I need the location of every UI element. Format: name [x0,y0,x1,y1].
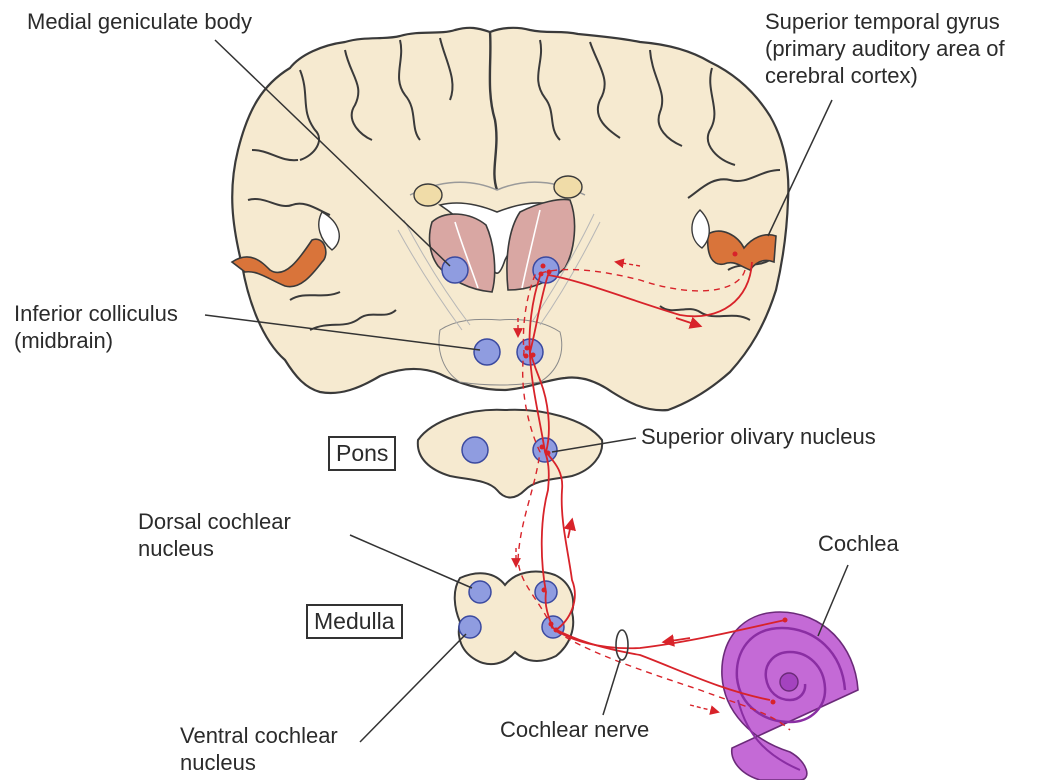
label-inferior-colliculus: Inferior colliculus (midbrain) [14,300,178,354]
arrow-nerve-out [690,705,718,712]
cochlear-nerve-ring [616,630,628,660]
arrow-pons-up [568,520,572,538]
caudate-right [554,176,582,198]
label-line: Medial geniculate body [27,8,252,35]
label-superior-olivary-nucleus: Superior olivary nucleus [641,423,876,450]
label-medulla: Medulla [306,604,403,639]
pons-section [418,410,602,498]
label-line: Inferior colliculus [14,300,178,327]
label-line: Dorsal cochlear [138,508,291,535]
label-line: nucleus [138,535,291,562]
label-pons: Pons [328,436,396,471]
medial-geniculate-left [442,257,468,283]
leader-ventral-cochlear [360,634,466,742]
label-line: (midbrain) [14,327,178,354]
label-cochlea: Cochlea [818,530,899,557]
label-line: cerebral cortex) [765,62,1005,89]
label-superior-temporal-gyrus: Superior temporal gyrus (primary auditor… [765,8,1005,89]
label-line: Pons [336,440,388,466]
label-line: Superior temporal gyrus [765,8,1005,35]
leader-cochlear-nerve [603,660,620,715]
label-line: (primary auditory area of [765,35,1005,62]
label-line: Cochlea [818,530,899,557]
label-line: Medulla [314,608,395,634]
label-cochlear-nerve: Cochlear nerve [500,716,649,743]
leader-cochlea [818,565,848,636]
label-line: Superior olivary nucleus [641,423,876,450]
label-medial-geniculate-body: Medial geniculate body [27,8,252,35]
inferior-colliculus-left [474,339,500,365]
cochlea-core [780,673,798,691]
label-line: nucleus [180,749,338,776]
ventral-cochlear-left [459,616,481,638]
caudate-left [414,184,442,206]
label-dorsal-cochlear-nucleus: Dorsal cochlear nucleus [138,508,291,562]
leader-dorsal-cochlear [350,535,472,588]
pons-nucleus-left [462,437,488,463]
cochlea-drawing [722,612,858,780]
label-line: Cochlear nerve [500,716,649,743]
label-line: Ventral cochlear [180,722,338,749]
cerebrum-section [232,28,788,410]
dorsal-cochlear-left [469,581,491,603]
label-ventral-cochlear-nucleus: Ventral cochlear nucleus [180,722,338,776]
